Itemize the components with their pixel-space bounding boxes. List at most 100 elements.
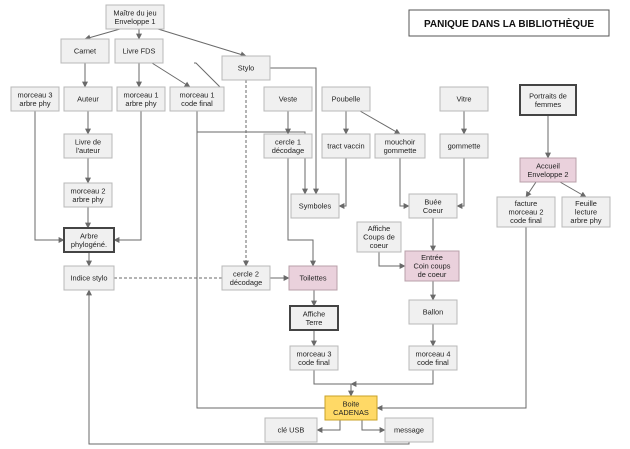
node-label-line: arbre phy (19, 99, 51, 108)
node-label-line: Stylo (238, 64, 254, 73)
node-label-line: Enveloppe 2 (527, 170, 568, 179)
connector-affiche-entree (378, 252, 406, 269)
connector-accueil-facture (525, 181, 537, 198)
node-label-line: Symboles (299, 202, 332, 211)
node-label-line: facture (515, 199, 538, 208)
node-label-line: morceau 3 (297, 349, 332, 358)
node-ballon: Ballon (408, 299, 458, 325)
node-veste: Veste (263, 86, 313, 112)
node-label-line: Indice stylo (71, 274, 108, 283)
node-label-line: Maître du jeu (113, 8, 156, 17)
edges-layer (34, 28, 587, 445)
diagram-title: PANIQUE DANS LA BIBLIOTHÈQUE (424, 17, 594, 30)
node-label-line: gommette (448, 142, 481, 151)
node-label-line: Boite (343, 399, 360, 408)
node-label-line: Veste (279, 95, 298, 104)
node-label-line: code final (298, 358, 330, 367)
connector-livre-m1code (151, 62, 191, 88)
node-label-line: Affiche (368, 224, 390, 233)
node-gommette: gommette (439, 133, 489, 159)
node-label-line: gommette (384, 146, 417, 155)
connector-gommette-buee (456, 158, 465, 209)
node-label-line: Livre de (75, 137, 101, 146)
connector-boite-message (361, 420, 386, 433)
node-label-line: Coups de (363, 233, 395, 242)
node-label-line: phylogéné. (71, 240, 107, 249)
node-label-line: Portraits de (529, 91, 567, 100)
node-label-line: Coin coups (414, 262, 451, 271)
node-label-line: Coeur (423, 206, 444, 215)
node-label-line: Enveloppe 1 (114, 17, 155, 26)
connector-stylo-symboles (270, 67, 319, 195)
node-tract: tract vaccin (321, 133, 371, 159)
node-label-line: CADENAS (333, 408, 369, 417)
node-label-line: arbre phy (570, 216, 602, 225)
node-poubelle: Poubelle (321, 86, 371, 112)
node-label-line: morceau 1 (180, 90, 215, 99)
node-label-line: morceau 1 (124, 90, 159, 99)
connector-m1arbre-arbrephylo (113, 111, 142, 243)
connector-m3arbre-arbrephylo (34, 111, 65, 243)
connector-message-indice (86, 289, 410, 445)
node-livre-auteur: Livre del'auteur (63, 133, 113, 159)
node-label-line: arbre phy (72, 195, 104, 204)
connector-tract-symboles (338, 158, 347, 209)
node-label-line: Auteur (77, 95, 99, 104)
node-label-line: décodage (230, 278, 262, 287)
connector-boite-cle (316, 420, 341, 433)
node-label-line: décodage (272, 146, 304, 155)
node-symboles: Symboles (290, 193, 340, 219)
node-label-line: clé USB (278, 426, 305, 435)
node-label-line: Feuille (575, 199, 597, 208)
node-label-line: code final (510, 216, 542, 225)
connector-m3-boite (313, 370, 354, 397)
node-label-line: Carnet (74, 47, 96, 56)
node-auteur: Auteur (63, 86, 113, 112)
node-label-line: code final (181, 99, 213, 108)
node-stylo: Stylo (221, 55, 271, 81)
node-label-line: l'auteur (76, 146, 101, 155)
node-label-line: message (394, 426, 424, 435)
node-cle: clé USB (264, 417, 318, 443)
node-carnet: Carnet (60, 38, 110, 64)
node-livre-fds: Livre FDS (114, 38, 164, 64)
connector-mouchoir-buee (399, 158, 410, 209)
node-label-line: morceau 3 (18, 90, 53, 99)
node-toilettes: Toilettes (288, 265, 338, 291)
node-message: message (384, 417, 434, 443)
connector-facture-boite (376, 227, 527, 411)
node-label-line: Terre (306, 318, 323, 327)
node-label-line: morceau 2 (509, 208, 544, 217)
node-label-line: femmes (535, 100, 562, 109)
node-label-line: Ballon (423, 308, 444, 317)
node-label-line: Livre FDS (123, 47, 156, 56)
node-label-line: Accueil (536, 161, 560, 170)
node-label-line: Affiche (303, 309, 325, 318)
node-label-line: Buée (424, 197, 441, 206)
node-label-line: cercle 1 (275, 137, 301, 146)
node-label-line: arbre phy (125, 99, 157, 108)
connector-maitre-carnet (84, 28, 121, 41)
node-label-line: Toilettes (299, 274, 326, 283)
node-label-line: mouchoir (385, 137, 416, 146)
